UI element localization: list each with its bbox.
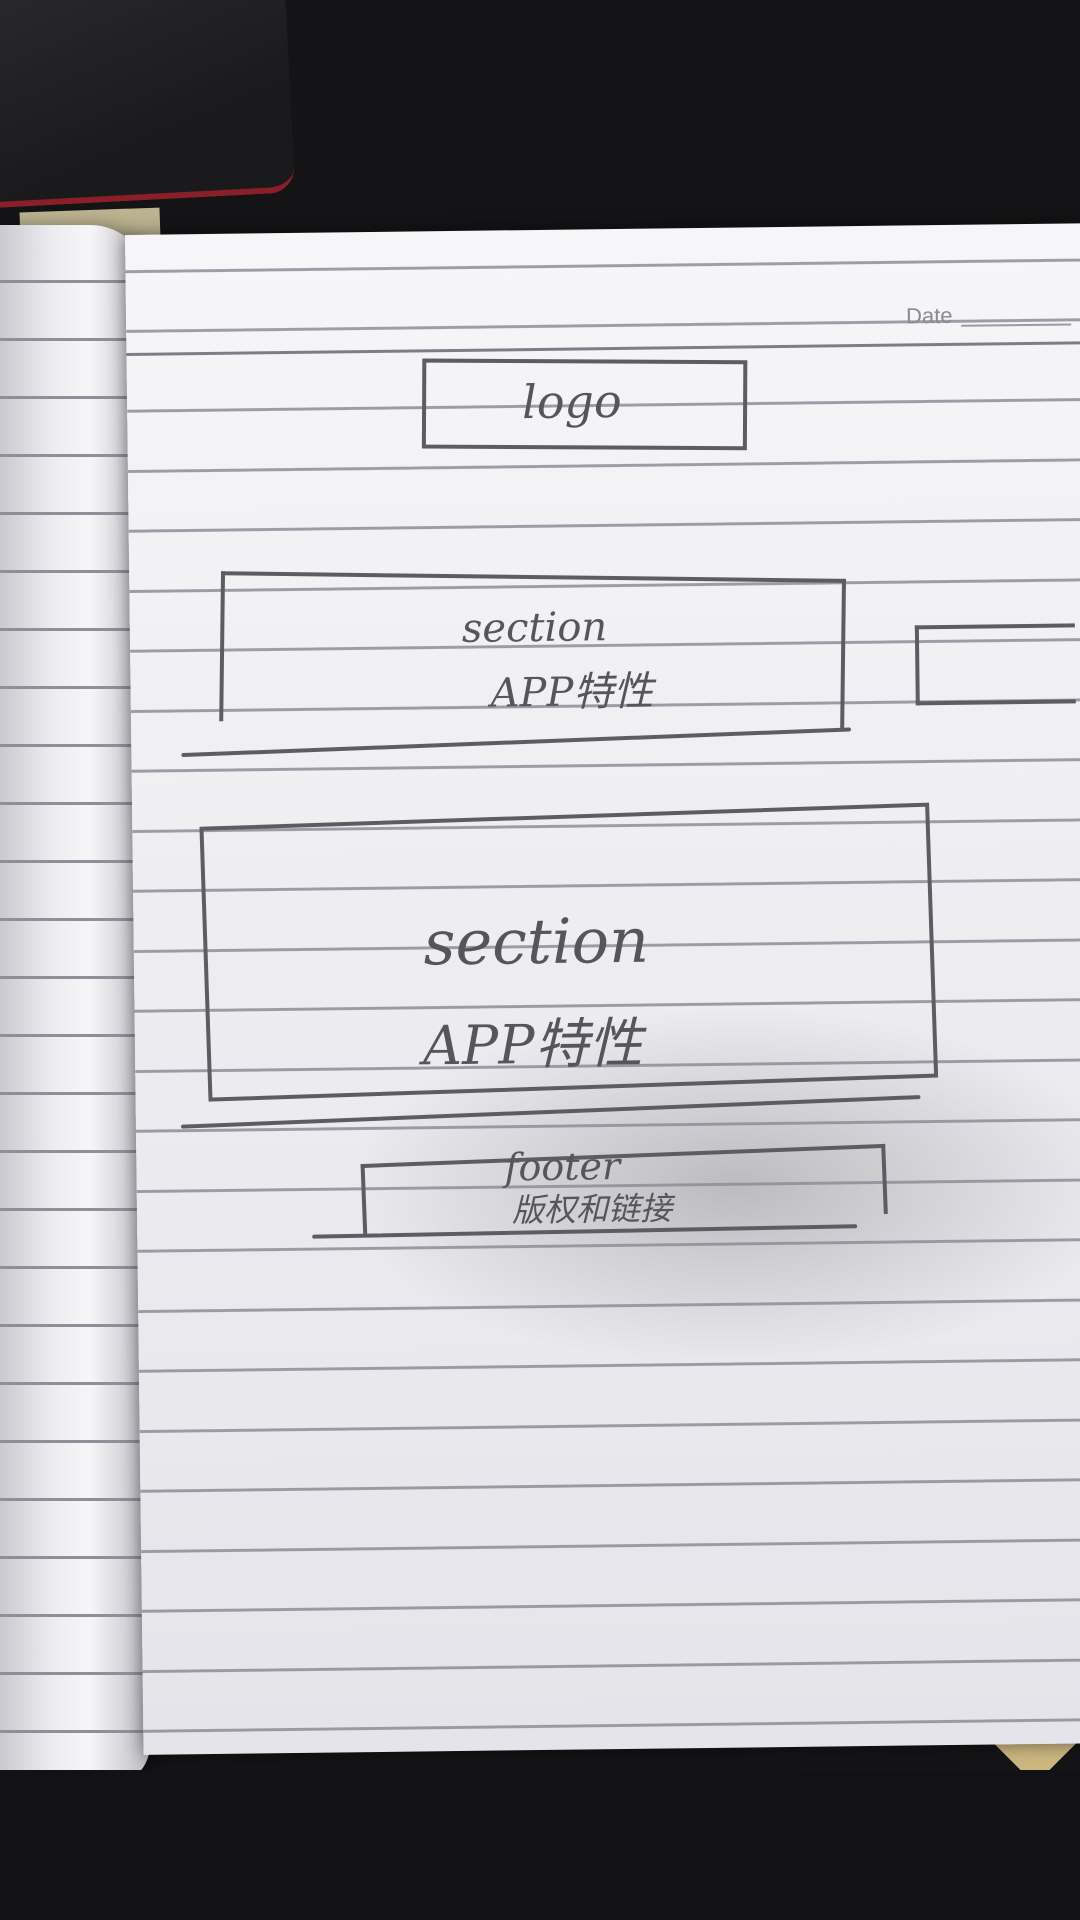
footer-subtitle: 版权和链接: [511, 1189, 673, 1230]
notebook-page: Date logo section APP特性 section APP特性 fo…: [125, 223, 1080, 1755]
section2-title: section: [423, 903, 650, 980]
section1-title: section: [461, 604, 608, 652]
side-sketch-box: [914, 623, 1076, 706]
date-label: Date: [905, 302, 953, 329]
logo-sketch-label: logo: [521, 373, 622, 430]
section2-subtitle: APP特性: [422, 1011, 643, 1078]
table-shadow: [0, 1770, 1080, 1920]
section1-subtitle: APP特性: [490, 668, 654, 717]
dark-case: [0, 0, 296, 210]
footer-title: footer: [504, 1144, 621, 1190]
rolled-pages: [0, 225, 150, 1785]
